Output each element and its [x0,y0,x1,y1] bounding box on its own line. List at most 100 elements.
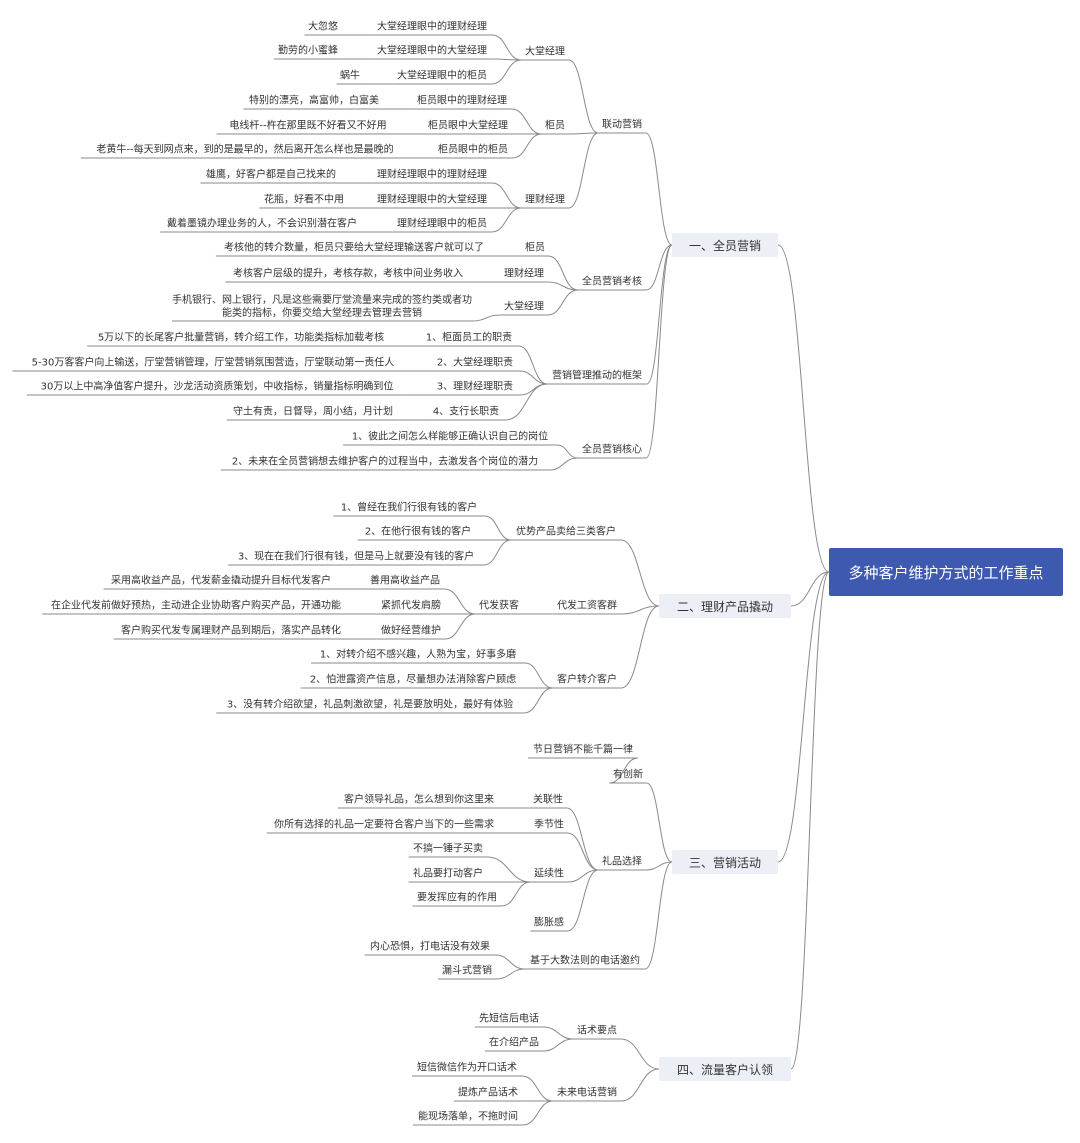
branch-topic[interactable]: 二、理财产品撬动 [659,594,791,618]
topic-label[interactable]: 采用高收益产品，代发薪金撬动提升目标代发客户 [111,575,331,587]
topic-label[interactable]: 有创新 [613,769,643,781]
root-connector [777,571,830,863]
topic-label[interactable]: 手机银行、网上银行，凡是这些需要厅堂流量来完成的签约类或者功能类的指标，你要交给… [172,295,472,319]
topic-label[interactable]: 考核他的转介数量，柜员只要给大堂经理输送客户就可以了 [224,242,484,254]
topic-label[interactable]: 善用高收益产品 [370,575,440,587]
topic-label[interactable]: 代发工资客群 [557,600,617,612]
topic-connector [519,383,548,396]
topic-label[interactable]: 联动营销 [602,119,642,131]
topic-label[interactable]: 大堂经理眼中的柜员 [397,70,487,82]
topic-label[interactable]: 膨胀感 [534,917,564,929]
topic-label[interactable]: 2、怕泄露资产信息，尽量想办法消除客户顾虑 [309,674,517,686]
topic-label[interactable]: 提炼产品话术 [458,1087,518,1099]
topic-label[interactable]: 2、在他行很有钱的客户 [364,526,472,538]
topic-label[interactable]: 基于大数法则的电话邀约 [530,955,640,967]
topic-label[interactable]: 老黄牛--每天到网点来，到的是最早的，然后离开怎么样也是最晚的 [96,144,394,156]
topic-label[interactable]: 大堂经理 [504,301,544,313]
topic-label[interactable]: 戴着墨镜办理业务的人，不会识别潜在客户 [167,218,357,230]
topic-label[interactable]: 特别的漂亮，高富帅，白富美 [249,95,379,107]
topic-label[interactable]: 3、理财经理职责 [436,381,514,393]
topic-label[interactable]: 1、彼此之间怎么样能够正确认识自己的岗位 [351,431,549,443]
topic-connector [471,314,501,322]
topic-label[interactable]: 30万以上中高净值客户提升，沙龙活动资质策划，中收指标，销量指标明确到位 [40,381,394,393]
topic-label[interactable]: 2、大堂经理职责 [436,357,514,369]
topic-label[interactable]: 3、现在在我们行很有钱，但是马上就要没有钱的客户 [237,551,475,563]
topic-label[interactable]: 漏斗式营销 [442,965,492,977]
topic-label[interactable]: 礼品选择 [602,856,642,868]
topic-connector [511,108,542,135]
topic-label[interactable]: 紧抓代发肩膀 [381,600,441,612]
topic-connector [522,1100,553,1126]
topic-label[interactable]: 蜗牛 [340,70,360,82]
topic-connector [646,244,673,291]
topic-label[interactable]: 2、未来在全员营销想去维护客户的过程当中，去激发各个岗位的潜力 [231,456,539,468]
topic-label[interactable]: 5-30万客客户向上输送，厅堂营销管理，厅堂营销氛围营造，厅堂联动第一责任人 [31,357,395,369]
topic-label[interactable]: 在企业代发前做好预热，主动进企业协助客户购买产品，开通功能 [51,600,341,612]
topic-label[interactable]: 1、对转介绍不感兴趣，人熟为宝，好事多磨 [319,649,517,661]
topic-label[interactable]: 柜员眼中大堂经理 [428,120,508,132]
topic-label[interactable]: 勤劳的小蜜蜂 [278,45,338,57]
topic-label[interactable]: 客户购买代发专属理财产品到期后，落实产品转化 [121,625,341,637]
topic-label[interactable]: 理财经理眼中的柜员 [397,218,487,230]
topic-label[interactable]: 能现场落单，不拖时间 [418,1111,518,1123]
topic-label[interactable]: 话术要点 [577,1025,617,1037]
topic-label[interactable]: 节日营销不能千篇一律 [533,744,633,756]
topic-label[interactable]: 3、没有转介绍欲望，礼品刺激欲望，礼是要放明处，最好有体验 [226,699,514,711]
topic-label[interactable]: 1、柜面员工的职责 [425,332,513,344]
topic-label[interactable]: 季节性 [534,819,564,831]
topic-label[interactable]: 电线杆--杵在那里既不好看又不好用 [229,120,387,132]
topic-label[interactable]: 柜员 [525,242,545,254]
topic-label[interactable]: 关联性 [533,794,563,806]
topic-label[interactable]: 全员营销考核 [582,276,642,288]
topic-connector [521,1075,553,1102]
topic-label[interactable]: 短信微信作为开口话术 [417,1062,517,1074]
topic-label[interactable]: 雄鹰，好客户都是自己找来的 [206,169,336,181]
topic-label[interactable]: 柜员眼中的柜员 [438,144,508,156]
topic-connector [556,444,578,459]
topic-label[interactable]: 营销管理推动的框架 [552,370,642,382]
topic-label[interactable]: 大堂经理眼中的理财经理 [377,21,487,33]
branch-topic[interactable]: 四、流量客户认领 [659,1057,791,1081]
topic-label[interactable]: 理财经理 [525,194,565,206]
topic-connector [645,861,673,871]
topic-connector [547,281,578,291]
topic-label[interactable]: 延续性 [534,868,564,880]
topic-label[interactable]: 大堂经理 [525,46,565,58]
topic-label[interactable]: 理财经理眼中的理财经理 [377,169,487,181]
topic-label[interactable]: 理财经理 [504,268,544,280]
topic-label[interactable]: 内心恐惧，打电话没有效果 [370,941,490,953]
topic-label[interactable]: 5万以下的长尾客户批量营销，转介绍工作，功能类指标加载考核 [97,332,385,344]
topic-label[interactable]: 全员营销核心 [582,444,642,456]
topic-label[interactable]: 客户领导礼品，怎么想到你这里来 [344,794,494,806]
root-connector [777,244,830,573]
topic-label[interactable]: 1、曾经在我们行很有钱的客户 [340,502,478,514]
topic-label[interactable]: 做好经营维护 [381,625,441,637]
topic-label[interactable]: 4、支行长职责 [432,406,500,418]
topic-label[interactable]: 理财经理眼中的大堂经理 [377,194,487,206]
topic-label[interactable]: 你所有选择的礼品一定要符合客户当下的一些需求 [274,819,494,831]
topic-label[interactable]: 考核客户层级的提升，考核存款，考核中间业务收入 [233,268,463,280]
topic-connector [645,132,673,246]
topic-connector [646,244,673,385]
topic-label[interactable]: 柜员眼中的理财经理 [417,95,507,107]
topic-label[interactable]: 在介绍产品 [489,1037,539,1049]
topic-label[interactable]: 代发获客 [479,600,519,612]
topic-label[interactable]: 先短信后电话 [479,1013,539,1025]
topic-label[interactable]: 守土有责，日督导，周小结，月计划 [233,406,393,418]
topic-connector [501,881,531,907]
topic-label[interactable]: 柜员 [545,120,565,132]
topic-label[interactable]: 不搞一锤子买卖 [413,843,483,855]
topic-label[interactable]: 大堂经理眼中的大堂经理 [377,45,487,57]
topic-connector [444,588,476,615]
topic-label[interactable]: 未来电话营销 [557,1087,617,1099]
topic-label[interactable]: 优势产品卖给三类客户 [516,526,616,538]
branch-topic[interactable]: 三、营销活动 [672,850,778,874]
topic-connector [568,132,599,135]
branch-topic[interactable]: 一、全员营销 [672,233,778,257]
topic-label[interactable]: 客户转介客户 [557,674,617,686]
topic-label[interactable]: 礼品要打动客户 [413,868,483,880]
topic-label[interactable]: 大忽悠 [308,21,338,33]
root-topic[interactable]: 多种客户维护方式的工作重点 [829,548,1063,596]
topic-label[interactable]: 要发挥应有的作用 [417,892,497,904]
topic-label[interactable]: 花瓶，好看不中用 [264,194,344,206]
